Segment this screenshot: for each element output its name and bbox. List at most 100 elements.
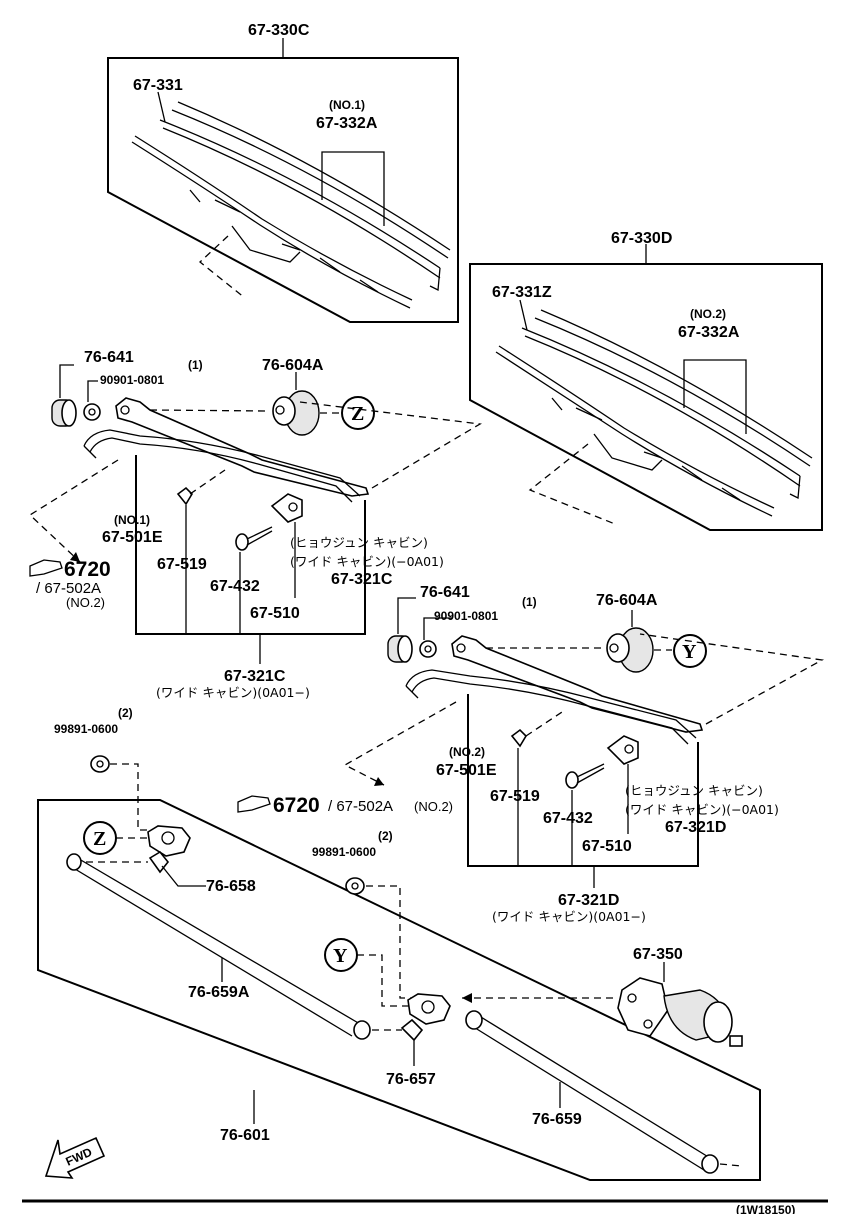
bracket-arm-2-assy (467, 694, 699, 867)
cap-2-face (397, 635, 413, 663)
dashline-blade-2 (528, 443, 616, 525)
motor-flange (617, 977, 669, 1037)
dashline-clip-2 (525, 711, 563, 737)
nut-2-part (419, 640, 437, 658)
arm-2-hole (456, 643, 466, 653)
clip-2-part (510, 728, 528, 748)
label-ref-1-rest: / 67-502A (36, 580, 101, 597)
label-blade-assy-1: 67-330C (248, 22, 310, 39)
label-cap-2: 76-641 (420, 584, 470, 601)
arm-1-rod-a (83, 429, 361, 497)
cover-2-hole (609, 643, 619, 653)
label-screw-1: 67-432 (210, 578, 260, 595)
pivot-2-part (407, 993, 451, 1025)
label-nut-1: 90901-0801 (100, 373, 164, 387)
label-nut-1-qty: (1) (188, 358, 203, 372)
blade-2-yoke (593, 433, 663, 471)
label-rubber-2: 67-332A (678, 324, 740, 341)
label-blade-1: 67-331 (133, 77, 183, 94)
label-nut-2: 90901-0801 (434, 609, 498, 623)
blade-2-claws (551, 397, 741, 501)
label-nut-4: 99891-0600 (312, 845, 376, 859)
pointing-hand-icon-2 (237, 795, 271, 813)
blade-1-frame-upper (134, 135, 413, 301)
label-arm-1-note-b: (ワイド キャビン)(−0A01) (290, 554, 444, 569)
arm-1-rod-end (83, 445, 97, 459)
screw-2-shank (576, 763, 605, 784)
link-2-rod-b (471, 1025, 705, 1171)
label-arm-2-assy-bottom: 67-321D (558, 892, 619, 909)
label-clip-2: 67-519 (490, 788, 540, 805)
bracket-2-hole (624, 744, 634, 754)
nut-1-part (83, 403, 101, 421)
label-arm-2-qual: (NO.2) (449, 745, 485, 759)
label-rubber-1: 67-332A (316, 115, 378, 132)
callout-y-letter-1: Y (682, 641, 697, 663)
bracket-arm-1-assy (135, 455, 366, 635)
dashline-cover-1 (149, 409, 269, 412)
cover-1-hole (275, 405, 285, 415)
label-ref-1-qual: (NO.2) (66, 595, 105, 610)
label-cover-2: 76-604A (596, 592, 658, 609)
leader-67-331 (157, 91, 166, 123)
blade-2-frame-lower (495, 351, 773, 517)
rubber-2-rail-a (534, 317, 811, 467)
label-arm-2-note-b: (ワイド キャビン)(−0A01) (625, 802, 779, 817)
arm-2-rod-end (405, 685, 419, 699)
arm-2-part (451, 635, 704, 733)
leader-cap-2 (397, 597, 416, 634)
screw-1-head (235, 533, 249, 551)
label-arm-1-assy-bottom-note: (ワイド キャビン)(0A01−) (156, 685, 310, 700)
label-ref-2-big: 6720 (273, 794, 320, 817)
linkage-group: Z Y (37, 706, 761, 1181)
callout-y-circle-1 (673, 634, 707, 668)
pivot-2-lever (400, 1018, 424, 1042)
blade-assembly-2-group: 67-330D 67-331Z (NO.2) 67-332A (469, 230, 823, 531)
pivot-2-hole (421, 1000, 435, 1014)
label-ref-2-rest: / 67-502A (328, 798, 393, 815)
dashline-clip-1 (189, 469, 226, 495)
label-ref-2-qual: (NO.2) (414, 799, 453, 814)
link-2-end-a (465, 1010, 483, 1030)
callout-y-letter-2: Y (333, 945, 348, 967)
dashline-arm-2-ref (343, 701, 457, 786)
label-clip-1: 67-519 (157, 556, 207, 573)
label-bracket-2: 67-510 (582, 838, 632, 855)
link-2-rod-a (475, 1013, 711, 1159)
arrow-ref-2 (374, 777, 384, 786)
arm-1-rod-b (89, 437, 353, 503)
nut-1-hole (88, 408, 96, 416)
arm-2-rod-b (411, 677, 689, 745)
nut-4-part (345, 877, 365, 895)
arm-1-hole (120, 405, 130, 415)
dashline-arm-1-ref (28, 459, 119, 563)
motor-end-cap (703, 1001, 733, 1043)
link-1-end-a (66, 853, 82, 871)
link-1-rod-a (73, 855, 361, 1025)
label-pivot-2: 76-657 (386, 1071, 436, 1088)
dashline-arm-2-upper (639, 633, 825, 725)
label-nut-2-qty: (1) (522, 595, 537, 609)
link-1-end-b (353, 1020, 371, 1040)
label-arm-2-assy: 67-321D (665, 819, 726, 836)
blade-2-rail-a (521, 327, 801, 477)
nut-3-hole (96, 760, 104, 768)
label-ref-1-big: 6720 (64, 558, 111, 581)
label-motor: 67-350 (633, 946, 683, 963)
arrow-motor (462, 993, 472, 1003)
dashline-nut-3 (110, 763, 150, 831)
blade-1-rail-b (162, 127, 441, 279)
arm-1-part (115, 397, 370, 497)
blade-1-end (429, 267, 441, 292)
leader-67-331z (519, 299, 528, 331)
pivot-1-hole (161, 831, 175, 845)
pointing-hand-icon (29, 559, 63, 577)
blade-1-rail-a (159, 119, 441, 269)
rubber-1-rail-b (177, 101, 451, 251)
blade-1-claws (189, 189, 379, 293)
dashline-y-3 (357, 954, 410, 1007)
linkage-frame (37, 799, 761, 1181)
label-arm-1: 67-501E (102, 529, 163, 546)
label-nut-4-qty: (2) (378, 829, 393, 843)
